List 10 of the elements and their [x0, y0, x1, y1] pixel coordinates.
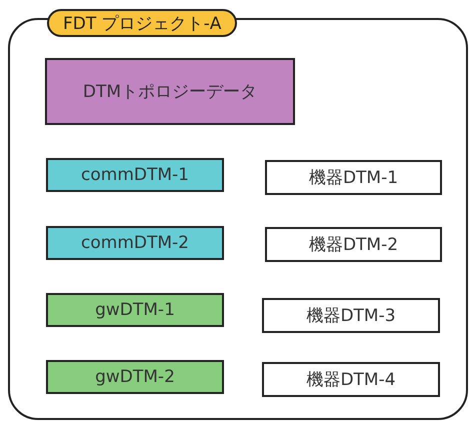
device-dtm-box: 機器DTM-3: [262, 298, 440, 333]
project-title-label: FDT プロジェクト-A: [47, 9, 238, 37]
comm-dtm-box: commDTM-1: [46, 158, 224, 192]
gateway-dtm-box: gwDTM-2: [46, 360, 224, 394]
topology-data-box: DTMトポロジーデータ: [45, 58, 295, 125]
gateway-dtm-box: gwDTM-1: [46, 293, 224, 327]
device-dtm-box: 機器DTM-1: [265, 160, 442, 195]
device-dtm-box: 機器DTM-4: [262, 362, 440, 397]
device-dtm-box: 機器DTM-2: [265, 227, 442, 262]
comm-dtm-box: commDTM-2: [46, 226, 224, 260]
